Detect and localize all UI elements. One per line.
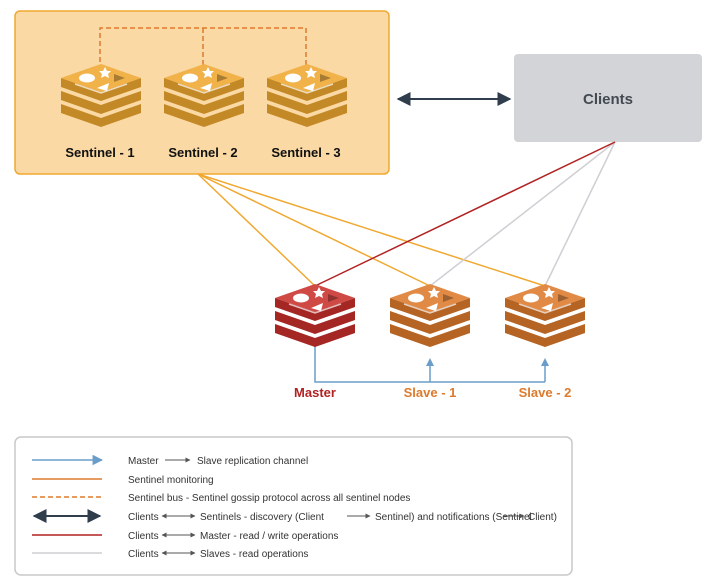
legend-item-1-prefix: Master [128,456,159,467]
redis-stack-icon [274,283,356,348]
legend-item-2-text: Sentinel monitoring [128,475,214,486]
legend: Master Slave replication channel Sentine… [14,436,573,576]
redis-stack-icon [504,283,586,348]
master-label: Master [294,385,336,400]
sentinel-1-label: Sentinel - 1 [65,145,134,160]
legend-item-6-prefix: Clients [128,549,159,560]
legend-item-6-suffix: Slaves - read operations [200,549,308,560]
legend-box [14,436,573,576]
sentinel-monitoring-lines [197,173,546,287]
clients-box [514,54,702,142]
legend-item-4-p1: Clients [128,512,159,523]
slave-2-label: Slave - 2 [519,385,572,400]
replication-arrowheads [426,358,549,366]
sentinel-2-label: Sentinel - 2 [168,145,237,160]
legend-item-5-prefix: Clients [128,531,159,542]
sentinel-bus-line [99,27,307,70]
legend-item-4-p3: Sentinel) and notifications (Sentinel [375,512,532,523]
legend-item-4-p2: Sentinels - discovery (Client [200,512,324,523]
clients-slaves-read-lines [429,141,616,287]
sentinel-3-label: Sentinel - 3 [271,145,340,160]
clients-master-rw-line [314,141,616,287]
clients-label: Clients [583,91,633,108]
redis-stack-icon [389,283,471,348]
slave-1-label: Slave - 1 [404,385,457,400]
legend-item-4-p4: Client) [528,512,557,523]
legend-item-1-suffix: Slave replication channel [197,456,308,467]
legend-item-3-text: Sentinel bus - Sentinel gossip protocol … [128,493,410,504]
legend-item-5-suffix: Master - read / write operations [200,531,338,542]
